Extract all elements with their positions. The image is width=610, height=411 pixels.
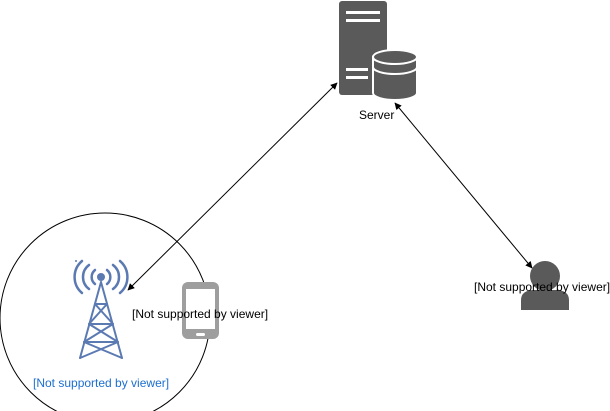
tower-label: [Not supported by viewer] [33,376,170,390]
smartphone-icon[interactable] [182,282,219,339]
server-user-connector[interactable] [394,102,533,269]
tower-server-connector[interactable] [127,82,338,291]
server-icon[interactable] [339,1,418,101]
radio-tower-icon[interactable] [73,259,129,359]
server-label: Server [359,108,395,122]
phone-label: [Not supported by viewer] [132,307,269,321]
user-icon[interactable] [521,261,569,310]
user-label: [Not supported by viewer] [474,280,610,294]
